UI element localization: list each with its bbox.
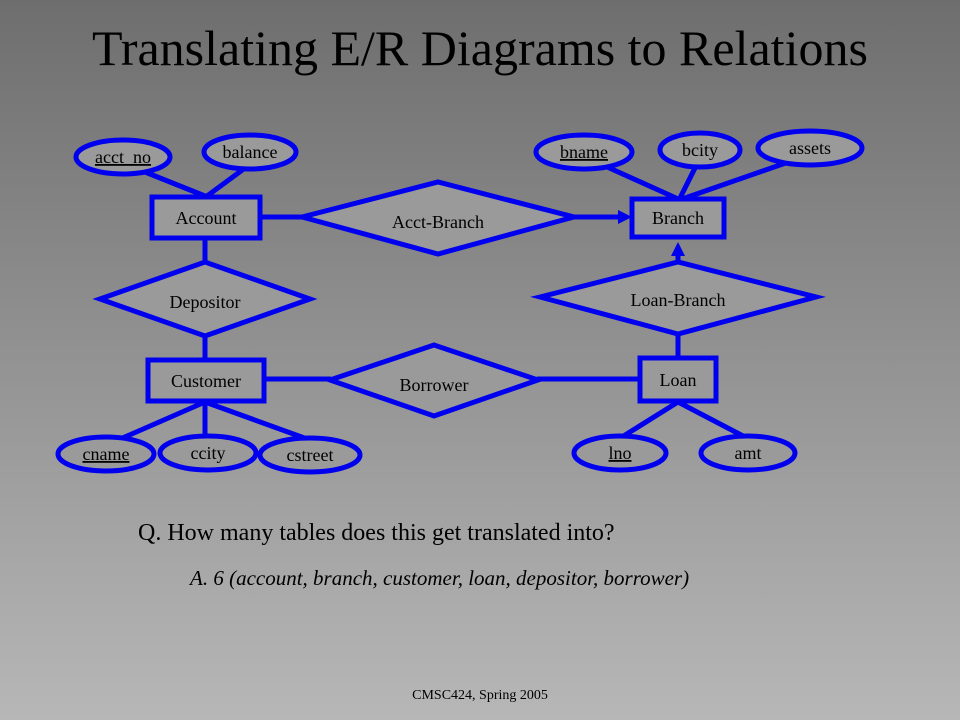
relationship-loan-branch-label: Loan-Branch	[631, 290, 726, 310]
attribute-cname	[55, 434, 157, 474]
attribute-acct-no-label: acct_no	[95, 147, 151, 167]
attribute-assets	[755, 128, 865, 168]
attribute-bcity-label: bcity	[682, 140, 718, 160]
attribute-cstreet	[257, 435, 363, 475]
slide-footer: CMSC424, Spring 2005	[412, 688, 548, 703]
entity-customer-label: Customer	[171, 371, 241, 391]
attribute-amt	[698, 433, 798, 473]
line-loan-lno	[619, 399, 681, 440]
attribute-acct-no	[73, 137, 173, 177]
line-balance-account	[204, 165, 248, 199]
attribute-lno-label: lno	[608, 443, 631, 463]
attribute-lno	[571, 433, 669, 473]
entity-shapes	[145, 194, 727, 404]
arrow-heads	[618, 210, 685, 256]
relationship-borrower	[322, 342, 546, 419]
relationship-depositor	[92, 259, 318, 339]
attribute-cname-label: cname	[83, 444, 130, 464]
entity-branch	[629, 196, 727, 240]
entity-loan	[637, 355, 719, 404]
attribute-assets-label: assets	[789, 138, 831, 158]
slide-title: Translating E/R Diagrams to Relations	[92, 20, 868, 76]
answer-text: A. 6 (account, branch, customer, loan, d…	[190, 566, 690, 590]
entity-account	[149, 194, 263, 241]
line-customer-cstreet	[202, 399, 313, 443]
attribute-ccity	[157, 433, 259, 473]
arrow-head-acct-branch	[618, 210, 632, 224]
attribute-bcity	[657, 130, 743, 170]
relationship-borrower-label: Borrower	[400, 375, 469, 395]
entity-account-label: Account	[176, 208, 237, 228]
entity-customer	[145, 357, 267, 404]
entity-branch-label: Branch	[652, 208, 704, 228]
attribute-balance	[201, 132, 299, 172]
line-customer-cname	[115, 399, 208, 443]
attribute-cstreet-label: cstreet	[287, 445, 334, 465]
line-acct-no-account	[137, 167, 208, 199]
attribute-ccity-label: ccity	[191, 443, 226, 463]
arrow-head-loan-branch	[671, 242, 685, 256]
attribute-shapes	[55, 128, 865, 475]
attribute-amt-label: amt	[735, 443, 762, 463]
line-bcity-branch	[677, 165, 698, 201]
entity-loan-label: Loan	[660, 370, 697, 390]
attribute-bname	[533, 132, 635, 172]
diagram-labels: Account Branch Customer Loan Acct-Branch…	[83, 138, 831, 465]
attribute-balance-label: balance	[223, 142, 278, 162]
relationship-acct-branch	[292, 179, 584, 257]
question-text: Q. How many tables does this get transla…	[138, 520, 615, 546]
relationship-acct-branch-label: Acct-Branch	[392, 212, 484, 232]
attribute-bname-label: bname	[560, 142, 608, 162]
relationship-loan-branch	[530, 259, 826, 337]
line-bname-branch	[602, 163, 679, 201]
relationship-depositor-label: Depositor	[170, 292, 241, 312]
relationship-shapes	[92, 179, 826, 419]
line-loan-amt	[675, 399, 748, 440]
